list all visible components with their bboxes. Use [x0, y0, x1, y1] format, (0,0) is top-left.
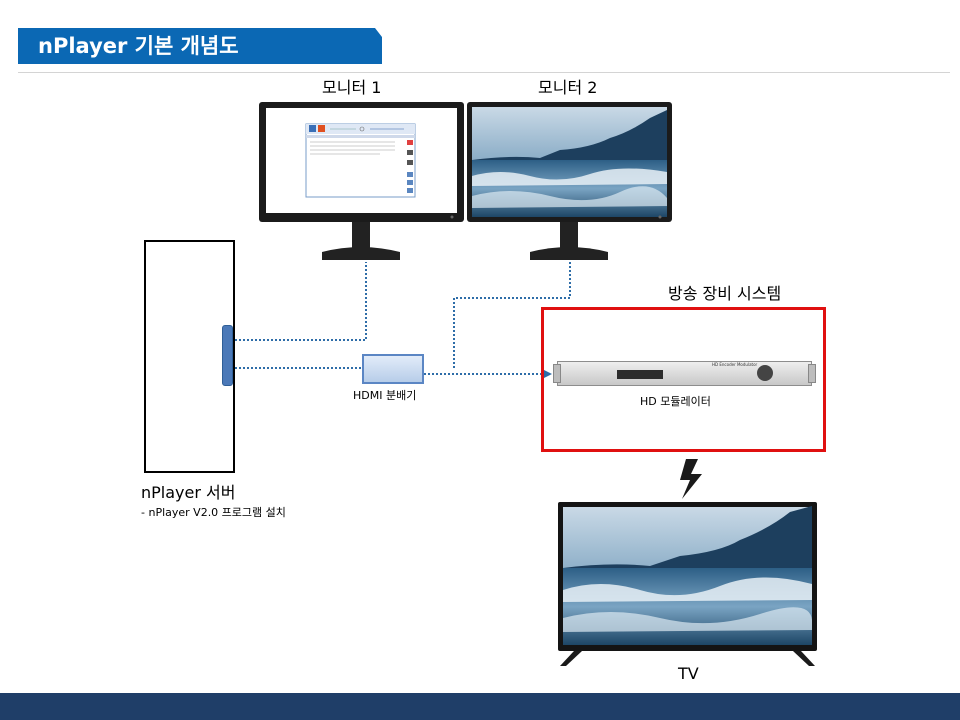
server-hdmi-port	[222, 325, 233, 386]
title-banner	[18, 28, 382, 64]
server-to-monitor1-line	[235, 262, 367, 341]
hd-modulator-label: HD 모듈레이터	[640, 395, 711, 408]
server-note: - nPlayer V2.0 프로그램 설치	[141, 506, 286, 519]
tv-label: TV	[678, 664, 699, 683]
connection-lines	[235, 262, 571, 375]
tv-set	[558, 502, 817, 666]
app-icon	[318, 125, 325, 132]
hd-modulator	[557, 361, 812, 386]
monitor-2-label: 모니터 2	[538, 78, 598, 97]
nplayer-server	[144, 240, 235, 473]
line-arrowhead	[544, 370, 552, 378]
nplayer-app-window	[305, 123, 416, 198]
modulator-control-knob	[757, 365, 773, 381]
footer-bar	[0, 693, 960, 720]
modulator-model-text: HD Encoder Modulator	[712, 362, 758, 367]
rack-ear-right	[808, 364, 816, 383]
page-title: nPlayer 기본 개념도	[38, 34, 239, 58]
wireless-signal-icon	[680, 459, 702, 499]
splitter-to-monitor2-line	[453, 262, 571, 368]
broadcast-system-label: 방송 장비 시스템	[668, 284, 782, 303]
header-divider	[18, 72, 950, 73]
hdmi-splitter-label: HDMI 분배기	[353, 389, 417, 402]
rack-ear-left	[553, 364, 561, 383]
monitor-2	[467, 102, 672, 260]
server-label: nPlayer 서버	[141, 483, 236, 502]
modulator-display	[617, 370, 663, 379]
broadcast-system-box	[541, 307, 826, 452]
app-icon	[309, 125, 316, 132]
hdmi-splitter	[362, 354, 424, 384]
monitor-1-label: 모니터 1	[322, 78, 382, 97]
